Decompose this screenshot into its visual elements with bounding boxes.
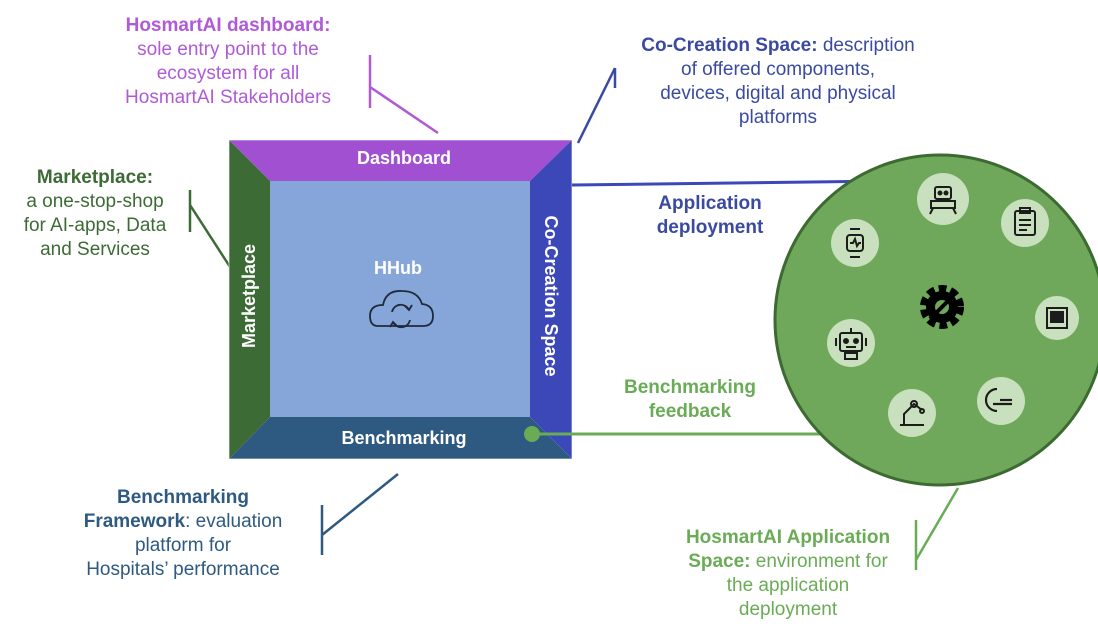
marketplace-leader xyxy=(188,190,234,271)
feedback-flow-label: Benchmarking feedback xyxy=(600,376,780,424)
benchmarking-leader xyxy=(320,473,399,555)
hhub-center[interactable] xyxy=(270,181,530,417)
benchmarking-annotation-line: Hospitals’ performance xyxy=(86,559,280,580)
appspace-annotation-line: the application xyxy=(726,575,850,596)
appspace-annotation-line: deployment xyxy=(738,599,838,620)
feedback-flow-line: feedback xyxy=(648,401,732,422)
benchmarking-segment[interactable] xyxy=(229,417,572,459)
dashboard-annotation: HosmartAI dashboard: sole entry point to… xyxy=(88,14,368,110)
clipboard-icon xyxy=(1001,199,1049,247)
hhub-box xyxy=(228,139,573,460)
gear-wrench-icon xyxy=(920,285,964,329)
cocreation-segment[interactable] xyxy=(530,140,572,459)
marketplace-label: Marketplace xyxy=(239,244,259,348)
dashboard-annotation-line: ecosystem for all xyxy=(156,63,300,84)
cocreation-annotation-line: of offered components, xyxy=(681,59,875,80)
cocreation-label: Co-Creation Space xyxy=(541,215,561,376)
cocreation-annotation: Co-Creation Space: description of offere… xyxy=(618,34,938,130)
benchmarking-annotation-line: platform for xyxy=(134,535,232,556)
cocreation-leader xyxy=(576,67,617,144)
marketplace-annotation-line: for AI-apps, Data xyxy=(23,215,167,236)
cocreation-annotation-title: Co-Creation Space: xyxy=(641,35,818,56)
marketplace-annotation: Marketplace: a one-stop-shop for AI-apps… xyxy=(0,166,190,262)
feedback-flow-line: Benchmarking xyxy=(624,377,756,398)
deployment-flow-line: deployment xyxy=(656,217,764,238)
marketplace-annotation-line: and Services xyxy=(40,239,150,260)
dashboard-segment[interactable] xyxy=(229,140,572,181)
deployment-flow-label: Application deployment xyxy=(630,192,790,240)
cocreation-annotation-line: platforms xyxy=(738,107,818,128)
dashboard-annotation-line: sole entry point to the xyxy=(137,39,319,60)
appspace-leader xyxy=(914,487,960,570)
cloud-sync-icon xyxy=(369,290,434,329)
smartwatch-icon xyxy=(831,219,879,267)
microscope-arm-icon xyxy=(888,389,936,437)
dashboard-label: Dashboard xyxy=(357,148,451,168)
cocreation-annotation-suffix: description xyxy=(817,35,915,56)
hhub-title: HHub xyxy=(374,258,422,278)
marketplace-annotation-title: Marketplace: xyxy=(36,167,154,188)
dashboard-leader xyxy=(368,55,439,135)
benchmarking-label: Benchmarking xyxy=(341,428,466,448)
dashboard-annotation-title: HosmartAI dashboard: xyxy=(125,15,331,36)
benchmarking-annotation: Benchmarking Framework: evaluation platf… xyxy=(48,486,318,582)
deployment-flow-line: Application xyxy=(658,193,762,214)
appspace-annotation-suffix: environment for xyxy=(750,551,888,572)
scanner-bed-icon xyxy=(977,377,1025,425)
benchmarking-annotation-title2: Framework xyxy=(83,511,186,532)
cocreation-annotation-line: devices, digital and physical xyxy=(660,83,896,104)
marketplace-annotation-line: a one-stop-shop xyxy=(26,191,164,212)
robot-arm-icon xyxy=(917,173,969,225)
benchmarking-annotation-title: Benchmarking xyxy=(117,487,249,508)
appspace-annotation-title2: Space: xyxy=(688,551,751,572)
benchmarking-annotation-suffix: : evaluation xyxy=(185,511,283,532)
marketplace-segment[interactable] xyxy=(229,140,270,459)
appspace-annotation: HosmartAI Application Space: environment… xyxy=(658,526,918,622)
appspace-annotation-title: HosmartAI Application xyxy=(685,527,891,548)
dashboard-annotation-line: HosmartAI Stakeholders xyxy=(125,87,331,108)
xray-monitor-icon xyxy=(1035,296,1079,340)
robot-head-icon xyxy=(827,319,875,367)
